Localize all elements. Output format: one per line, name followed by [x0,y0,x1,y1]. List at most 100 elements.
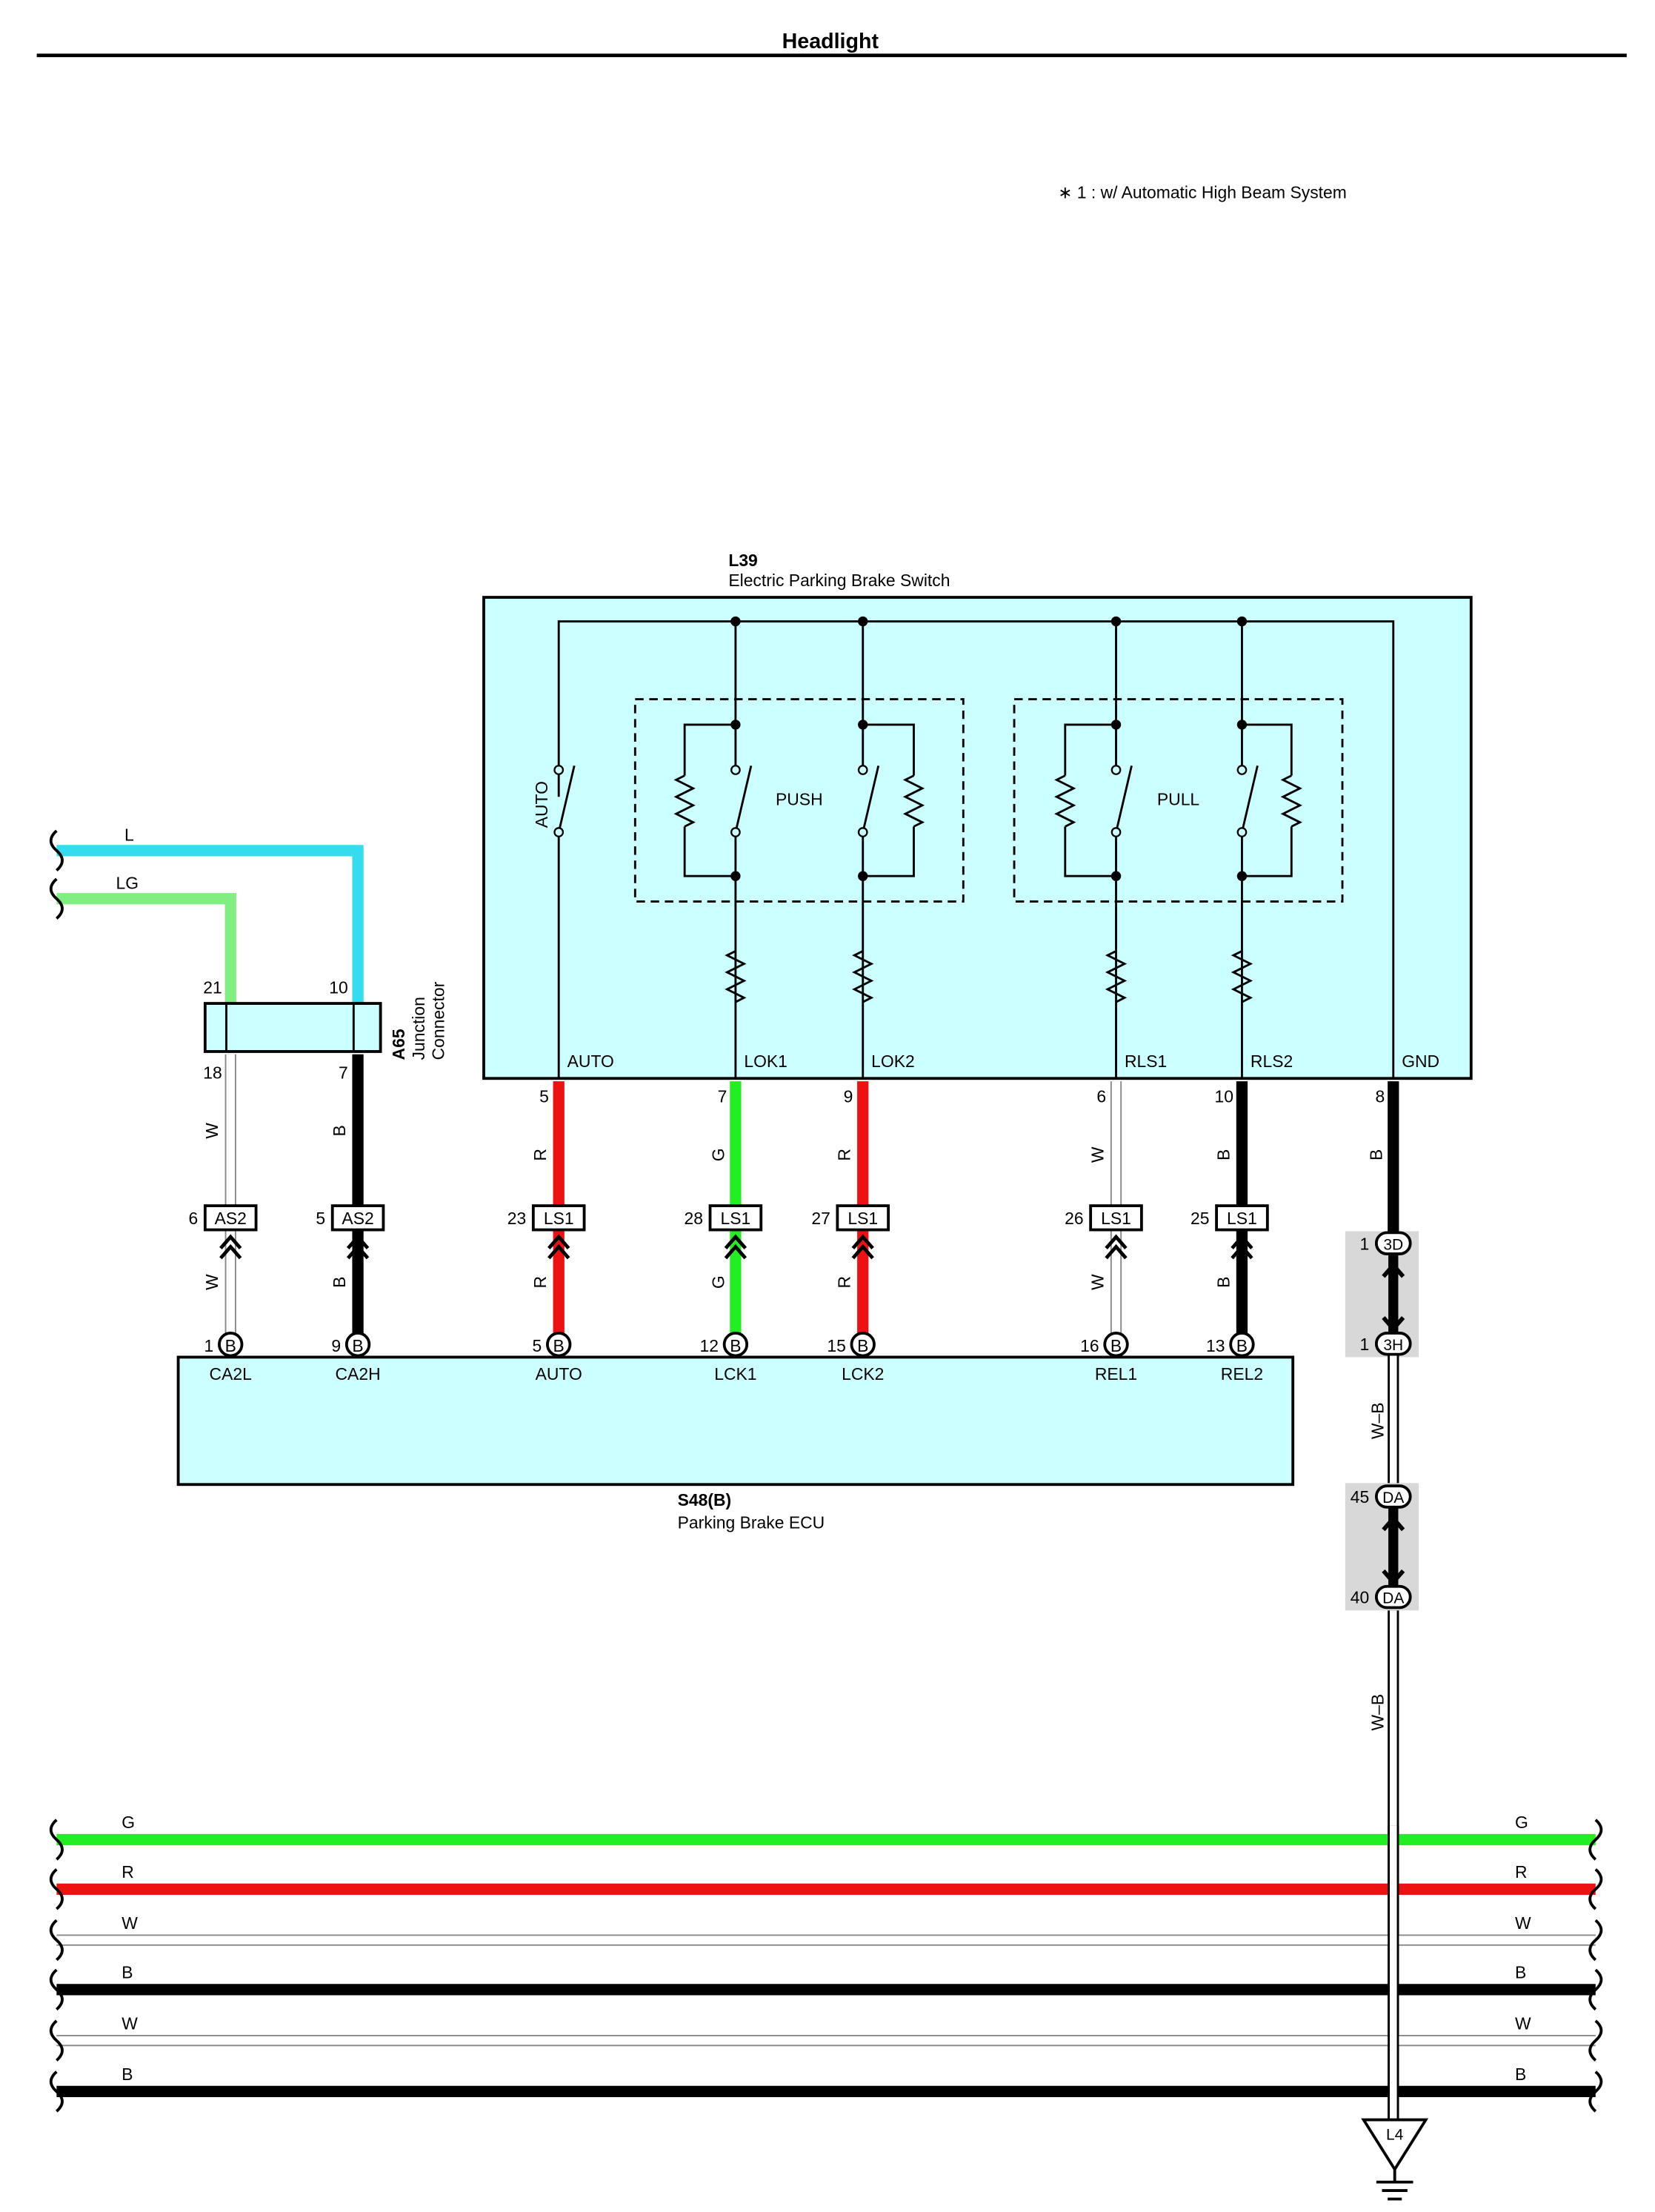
wire-color-label: G [709,1148,728,1161]
wire-color-label: W [202,1123,222,1139]
inline-connector-code: LS1 [1227,1209,1257,1228]
ground-connector-code: 3D [1383,1236,1403,1253]
wire-color-label: W [1088,1146,1107,1163]
switch-pin-name: RLS1 [1125,1052,1167,1071]
connector-arrow-icon [219,1234,242,1260]
ecu-pin-number: 16 [1080,1336,1099,1355]
ground-connector-pin: 45 [1351,1487,1369,1507]
ecu-pin-name: CA2H [336,1364,381,1384]
switch-pin-number: 5 [539,1087,549,1106]
inline-connector: LS1 [1089,1204,1143,1260]
resistor-icon [725,950,747,1003]
switch-name: Electric Parking Brake Switch [728,571,950,590]
ground-connector-code: DA [1382,1489,1404,1507]
ground-connector-code: DA [1382,1590,1404,1607]
resistor-icon [902,774,925,828]
resistor-icon [852,950,874,1003]
connector-arrow-icon [851,1234,874,1260]
junction-id: A65 [389,1029,408,1060]
wire-color-label: R [530,1149,550,1161]
pull-right-loop [1242,723,1293,877]
junction-top-pin: 10 [329,978,347,997]
inline-connector: AS2 [330,1204,385,1260]
bus-lines [56,1833,1596,2098]
junction-bottom-pin: 18 [203,1063,222,1082]
push-group-box [633,698,965,903]
switch-common-bus [557,620,1395,1079]
auto-switch-label: AUTO [532,781,551,828]
inline-connector-pin: 6 [189,1209,199,1228]
switch-pin-name: LOK1 [744,1052,787,1071]
switch-pin-name: AUTO [567,1052,614,1071]
ground-connector-pin: 40 [1351,1588,1369,1607]
wire-color-label: R [835,1276,854,1289]
connector-arrow-icon [346,1234,370,1260]
ecu-connector-code: B [1236,1336,1248,1355]
ecu-connector-code: B [352,1336,363,1355]
wire-color-label: W–B [1368,1694,1387,1731]
ecu-pin-name: AUTO [536,1364,582,1384]
ecu-connector-code: B [553,1336,565,1355]
switch-contact-circles [553,765,1248,837]
wire-color-label: W–B [1368,1403,1387,1440]
pull-label: PULL [1157,790,1199,809]
ground-point-label: L4 [1386,2126,1404,2143]
wire-color-label: LG [116,873,139,892]
wire-lg [56,893,236,1004]
bus-label-right: B [1515,1963,1526,1982]
wire-color-label: B [1213,1149,1233,1160]
junction-name-line1: Junction [409,997,428,1060]
ground-connector-pin: 1 [1360,1234,1370,1253]
pull-left-loop [1064,723,1116,877]
connector-arrow-icon [1105,1234,1128,1260]
switch-pin-number: 8 [1376,1087,1385,1106]
inline-connector-code: AS2 [342,1209,373,1228]
ground-point-icon [1361,2118,1429,2201]
left-input-wires [49,829,364,1004]
switch-id: L39 [728,551,757,570]
switch-internal-circuit [557,620,1395,1079]
switch-pin-name: RLS2 [1251,1052,1293,1071]
switch-pin-number: 7 [718,1087,727,1106]
inline-connector-pin: 27 [811,1209,830,1228]
inline-connector-code: AS2 [215,1209,247,1228]
wire-color-label: B [330,1125,349,1136]
resistor-icon [1231,950,1253,1003]
ecu-pin-number: 1 [204,1336,214,1355]
switch-pin-number: 10 [1215,1087,1233,1106]
wire-color-label: R [530,1276,550,1289]
wire-color-label: B [1213,1277,1233,1288]
junction-bottom-pin: 7 [339,1063,348,1082]
ecu-pin-number: 13 [1206,1336,1225,1355]
ground-connector-code: 3H [1383,1337,1403,1354]
connector-arrow-icon [1382,1515,1405,1586]
page-title: Headlight [782,30,879,53]
wire-l [56,845,364,1004]
inline-connector-pin: 23 [507,1209,526,1228]
connector-arrow-icon [1231,1234,1253,1260]
inline-connector-pin: 25 [1191,1209,1209,1228]
wire-color-label: G [709,1275,728,1289]
switch-blades [734,765,1259,833]
ecu-connector-code: B [225,1336,236,1355]
resistor-icon [1280,774,1302,828]
inline-connector: LS1 [531,1204,586,1260]
ecu-pin-number: 15 [827,1336,845,1355]
inline-connector: LS1 [836,1204,890,1260]
junction-top-pin: 21 [203,978,222,997]
inline-connector-code: LS1 [544,1209,574,1228]
junction-name-line2: Connector [429,981,448,1060]
switch-pin-name: GND [1402,1052,1439,1071]
resistor-icon [673,774,696,828]
wire-break-icon [49,877,64,920]
resistor-icon [1054,774,1076,828]
junction-connector-body [203,1002,382,1053]
push-right-loop [862,723,915,877]
ecu-connector-code: B [857,1336,868,1355]
ecu-connector-code: B [1110,1336,1122,1355]
wire-color-label: W [1088,1274,1107,1290]
ecu-pin-number: 12 [699,1336,718,1355]
ecu-pin-circles [218,1332,1255,1358]
